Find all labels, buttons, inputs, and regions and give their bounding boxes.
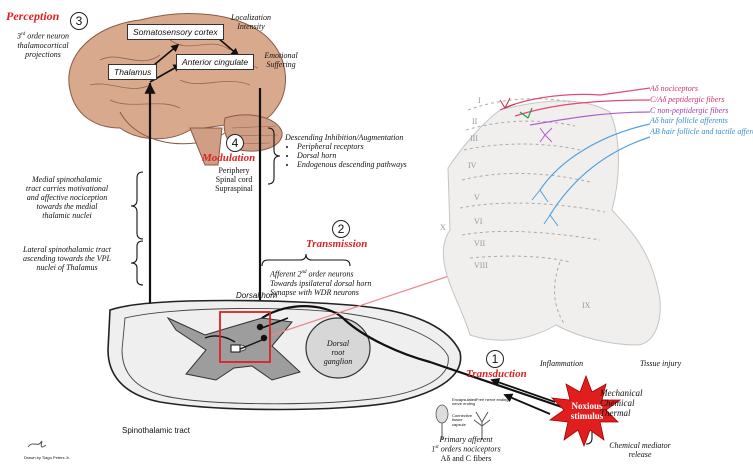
fiber-legend-hair-follicle: Aδ hair follicle afferents [650,116,728,126]
spinothalamic-tract-label: Spinothalamic tract [122,426,191,435]
descending-inhibition-block: Descending Inhibition/Augmentation Perip… [285,133,407,170]
bullet-dorsal-horn: Dorsal horn [297,151,407,161]
thalamus-label: Thalamus [108,64,158,80]
zoom-indicator-line [271,272,457,336]
fiber-legend-tactile: AB hair follicle and tactile afferents [650,127,753,137]
modulation-number: 4 [226,134,244,152]
lamina-I: I [478,96,481,105]
transduction-number: 1 [486,350,504,368]
modulation-title: Modulation [202,152,256,164]
anterior-cingulate-label: Anterior cingulate [176,54,255,70]
transduction-title: Transduction [466,368,527,380]
lamina-V: V [474,193,480,202]
lamina-II: II [472,117,478,126]
lamina-VII: VII [474,239,486,248]
lamina-IX: IX [582,301,591,310]
descending-inhibition-title: Descending Inhibition/Augmentation [285,133,404,142]
fiber-legend-peptidergic: C/Aδ peptidergic fibers [650,94,725,104]
transmission-title: Transmission [306,238,368,250]
spinal-cord-cross-section [107,299,601,422]
perception-number: 3 [70,12,88,30]
fiber-legend-ad-nociceptors: Aδ nociceptors [650,84,698,93]
fiber-legend-non-peptidergic: C non-peptidergic fibers [650,105,729,115]
signature-text: Drawn by Tiago Peters Jr. [24,455,70,460]
dorsal-horn-label: Dorsal horn [236,291,278,300]
somatosensory-cortex-label: Somatosensory cortex [127,24,224,40]
noxious-stimulus-star [548,374,622,448]
bullet-peripheral-receptors: Peripheral receptors [297,142,407,152]
transmission-number: 2 [332,220,350,238]
lamina-IV: IV [468,161,477,170]
perception-title: Perception [6,9,60,23]
dorsal-horn-laminae-illustration [442,87,661,346]
tissue-injury-label: Tissue injury [640,359,682,368]
nerve-endings-illustration [435,404,491,440]
signature-mark [27,440,47,448]
lamina-X: X [440,223,446,232]
free-nerve-endings-label: Free nerve endings [476,397,511,402]
fiber-legend: Aδ nociceptors C/Aδ peptidergic fibers C… [650,84,753,138]
lamina-VI: VI [474,217,483,226]
bullet-endogenous-pathways: Endogenous descending pathways [297,160,407,170]
inflammation-label: Inflammation [540,359,584,368]
lamina-VIII: VIII [474,261,488,270]
transduction-arrows [490,378,556,415]
brain-illustration [68,13,286,166]
third-order-neuron-text: 3rd order neuron thalamocortical project… [16,31,70,59]
primary-afferent-text: Primary afferent 1st orders nociceptors … [431,435,501,463]
transmission-details: Afferent 2nd order neurons Towards ipsil… [270,269,372,297]
lamina-III: III [470,134,478,143]
